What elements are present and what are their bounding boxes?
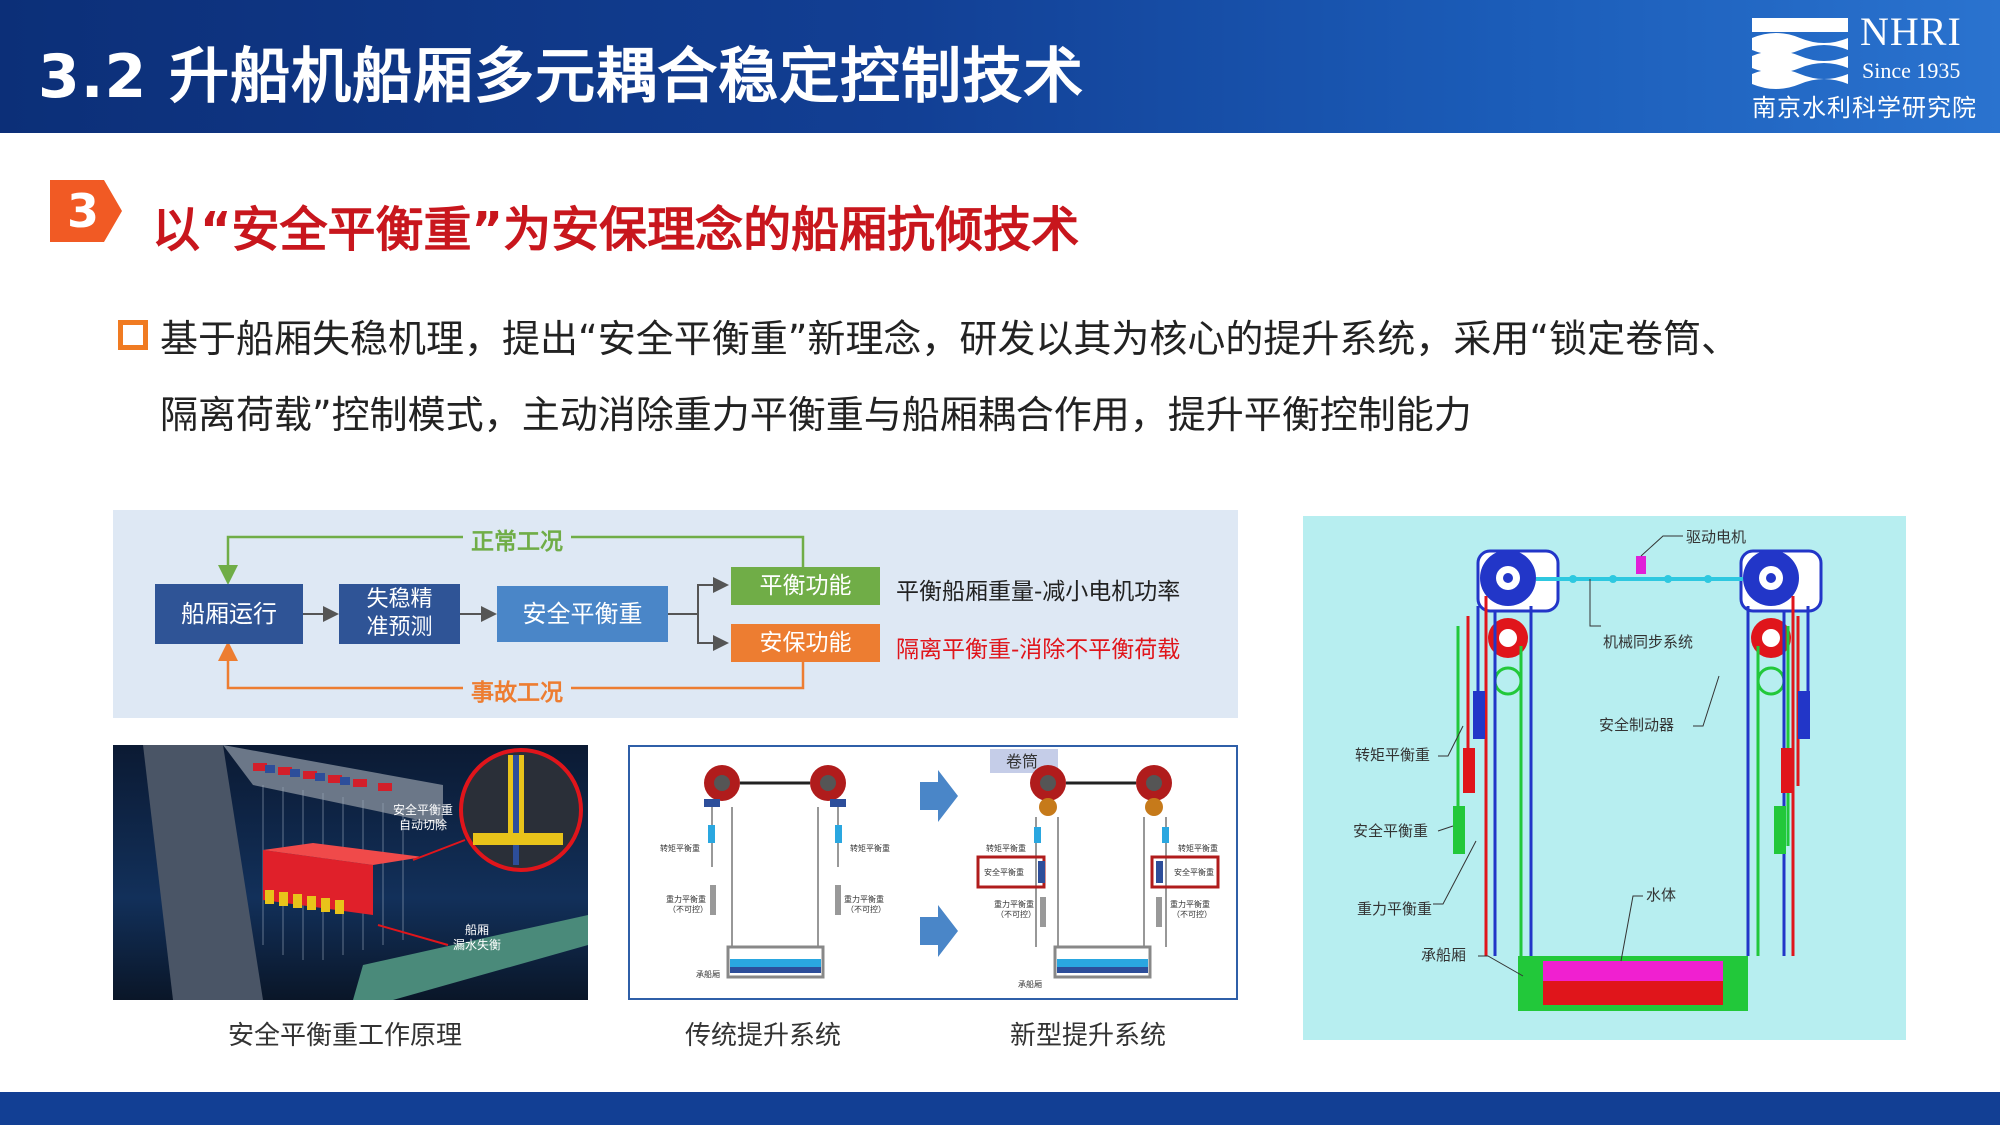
old-torque-label-right: 转矩平衡重 xyxy=(850,843,890,853)
box-balance-function: 平衡功能 xyxy=(731,567,880,605)
right-drum-assembly xyxy=(1739,549,1823,613)
section-number-badge xyxy=(50,180,122,242)
new-chamber-label: 承船厢 xyxy=(1018,979,1042,989)
torque-cw-label: 转矩平衡重 xyxy=(1355,746,1430,764)
traditional-system xyxy=(704,765,846,979)
leak-label: 船厢 漏水失衡 xyxy=(453,923,501,953)
logo-since: Since 1935 xyxy=(1862,58,1961,83)
new-safety-label: 安全平衡重 xyxy=(984,867,1024,877)
leak-label-line-2: 漏水失衡 xyxy=(453,938,502,952)
safety-counterweight-render: 安全平衡重 自动切除 船厢 漏水失衡 xyxy=(113,745,588,1000)
box-safety-counterweight: 安全平衡重 xyxy=(497,586,668,642)
ship-lift-drawing: 驱动电机 机械同步系统 安全制动器 转矩平衡重 安全平衡重 重力平衡重 水体 承… xyxy=(1353,528,1823,1011)
new-torque-label: 转矩平衡重 xyxy=(986,843,1026,853)
motor-label: 驱动电机 xyxy=(1686,528,1746,546)
normal-condition-label: 正常工况 xyxy=(463,522,571,556)
old-uncontrolled-label-right: （不可控） xyxy=(846,904,886,914)
page-title: 3.2 升船机船厢多元耦合稳定控制技术 xyxy=(38,42,1085,112)
safety-cw-label: 安全平衡重 xyxy=(1353,822,1428,840)
chamber-label: 承船厢 xyxy=(1421,946,1466,964)
left-drum-assembly xyxy=(1476,549,1560,613)
bullet-text-line-2: 隔离荷载”控制模式，主动消除重力平衡重与船厢耦合作用，提升平衡控制能力 xyxy=(160,393,1472,437)
sync-label: 机械同步系统 xyxy=(1603,633,1693,651)
caption-new-system: 新型提升系统 xyxy=(1010,1021,1167,1051)
old-torque-label: 转矩平衡重 xyxy=(660,843,700,853)
new-gravity-label-right: 重力平衡重 xyxy=(1170,899,1210,909)
ship-lift-schematic: 驱动电机 机械同步系统 安全制动器 转矩平衡重 安全平衡重 重力平衡重 水体 承… xyxy=(1303,516,1906,1040)
old-chamber-label: 承船厢 xyxy=(696,969,720,979)
cutoff-label-line-2: 自动切除 xyxy=(399,818,448,832)
caption-traditional-system: 传统提升系统 xyxy=(685,1021,842,1051)
new-torque-label-right: 转矩平衡重 xyxy=(1178,843,1218,853)
new-uncontrolled-label: （不可控） xyxy=(996,909,1036,919)
logo-text-en: NHRI xyxy=(1860,9,1962,54)
gravity-cw-label: 重力平衡重 xyxy=(1357,900,1432,918)
lifting-system-comparison: 转矩平衡重 转矩平衡重 重力平衡重 （不可控） 重力平衡重 （不可控） 承船厢 … xyxy=(628,745,1238,1000)
old-uncontrolled-label: （不可控） xyxy=(668,904,708,914)
balance-description: 平衡船厢重量-减小电机功率 xyxy=(896,579,1181,605)
system-schematics: 转矩平衡重 转矩平衡重 重力平衡重 （不可控） 重力平衡重 （不可控） 承船厢 … xyxy=(660,749,1220,989)
bullet-text-line-1: 基于船厢失稳机理，提出“安全平衡重”新理念，研发以其为核心的提升系统，采用“锁定… xyxy=(160,317,1740,361)
render-illustration xyxy=(143,745,588,1000)
box-protect-function: 安保功能 xyxy=(731,624,880,662)
water-label: 水体 xyxy=(1646,886,1676,904)
box-instability-predict: 失稳精 准预测 xyxy=(339,584,460,644)
accident-condition-label: 事故工况 xyxy=(463,673,571,707)
section-title: 以“安全平衡重”为安保理念的船厢抗倾技术 xyxy=(152,202,1080,258)
footer-bar xyxy=(0,1092,2000,1125)
new-system xyxy=(976,749,1220,979)
leak-label-line-1: 船厢 xyxy=(465,923,490,937)
flow-diagram: 正常工况 事故工况 船厢运行 失稳精 准预测 安全平衡重 平衡功能 安保功能 平… xyxy=(113,510,1238,718)
section-number: 3 xyxy=(66,184,99,238)
new-uncontrolled-label-right: （不可控） xyxy=(1172,909,1212,919)
new-safety-label-right: 安全平衡重 xyxy=(1174,867,1214,877)
cutoff-label-line-1: 安全平衡重 xyxy=(393,803,454,817)
header-bar xyxy=(0,0,2000,133)
brake-label: 安全制动器 xyxy=(1599,716,1674,734)
old-gravity-label-right: 重力平衡重 xyxy=(844,894,884,904)
new-gravity-label: 重力平衡重 xyxy=(994,899,1034,909)
box-predict-line-1: 失稳精 xyxy=(366,587,433,612)
cutoff-label: 安全平衡重 自动切除 xyxy=(393,803,453,833)
caption-working-principle: 安全平衡重工作原理 xyxy=(228,1021,463,1051)
box-chamber-run: 船厢运行 xyxy=(155,584,303,644)
logo-text-cn: 南京水利科学研究院 xyxy=(1752,94,1977,122)
protect-description: 隔离平衡重-消除不平衡荷载 xyxy=(896,637,1181,663)
bullet-square-icon xyxy=(118,320,148,350)
drum-label: 卷筒 xyxy=(1006,752,1038,771)
box-predict-line-2: 准预测 xyxy=(366,615,433,640)
nhri-wave-logo-icon xyxy=(1752,18,1848,89)
old-gravity-label: 重力平衡重 xyxy=(666,894,706,904)
